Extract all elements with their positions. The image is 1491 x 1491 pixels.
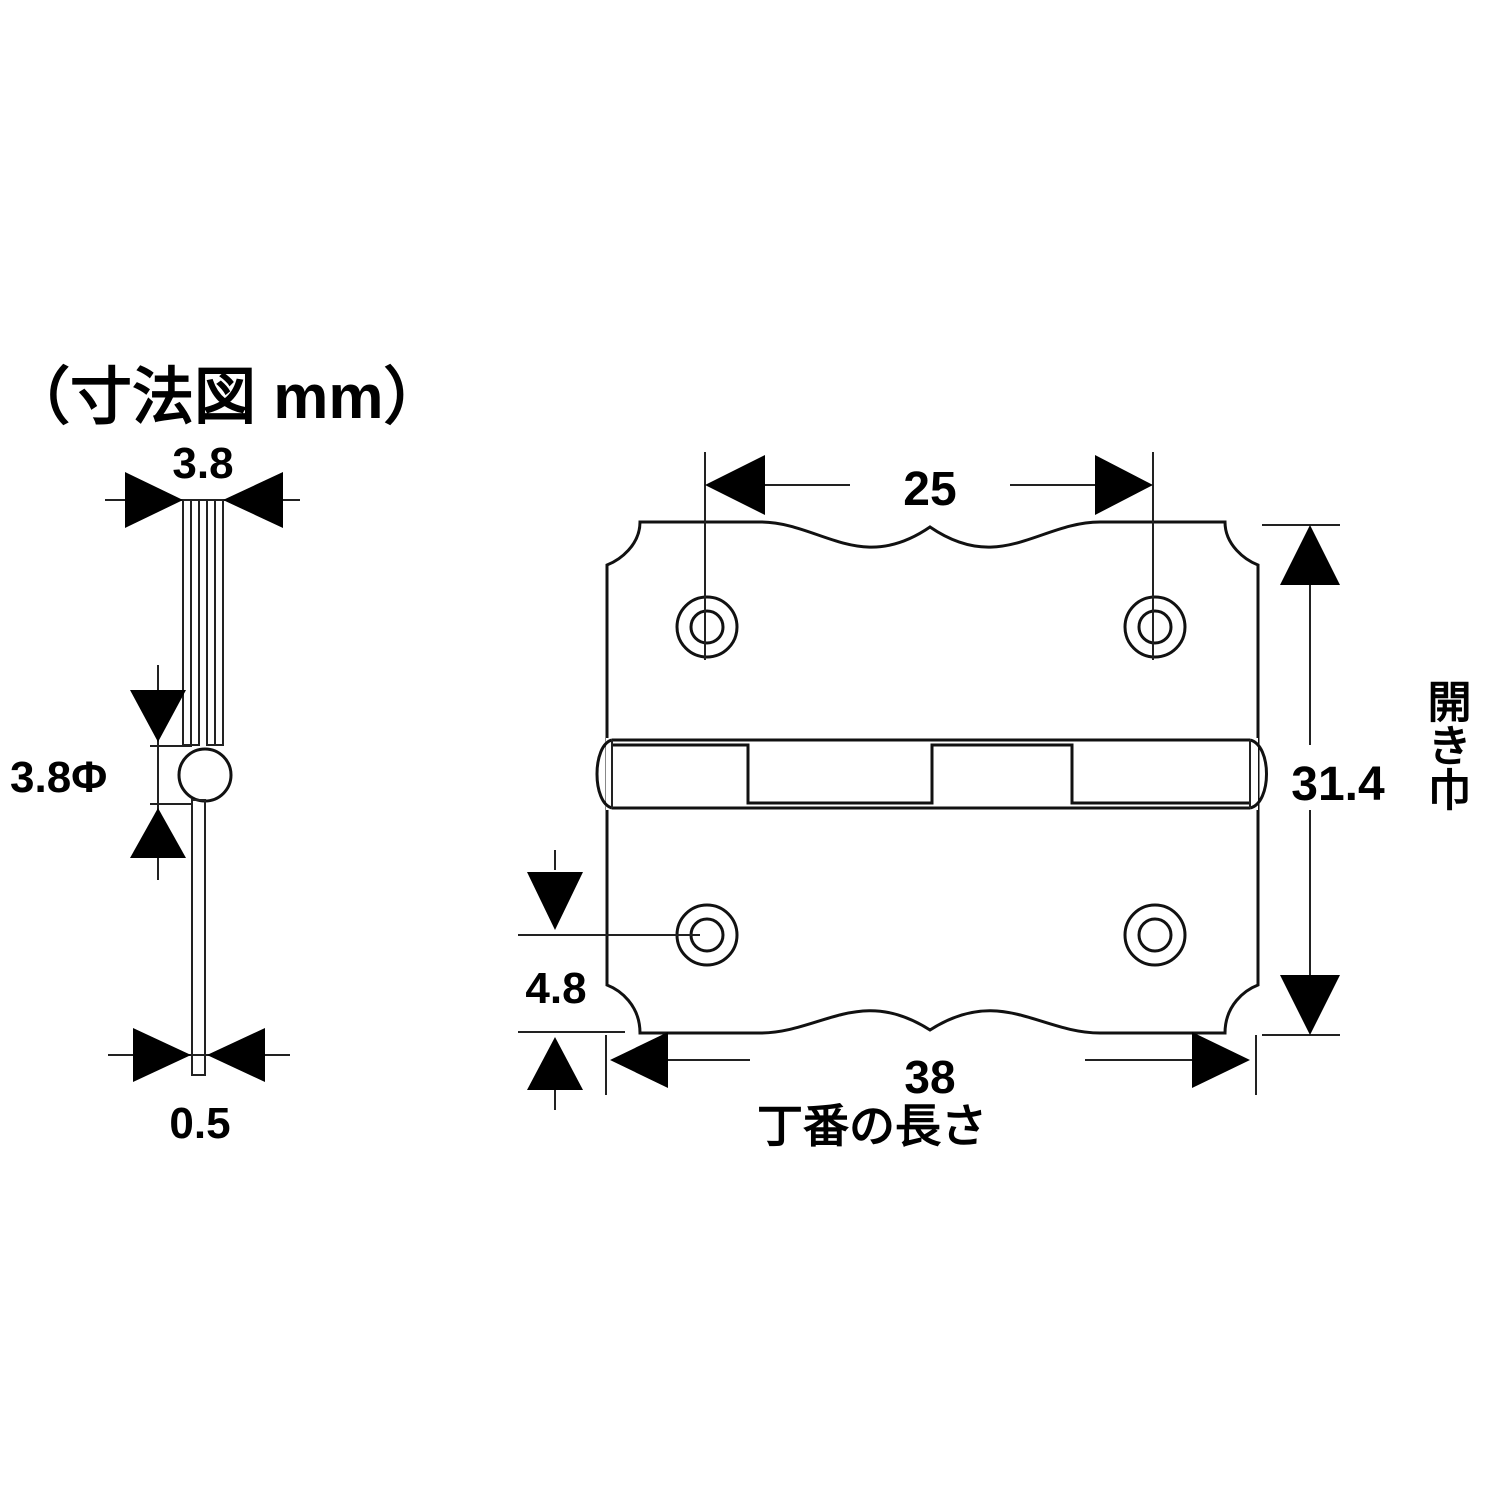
arrow-left-icon [207, 1028, 265, 1082]
arrow-right-icon [133, 1028, 191, 1082]
pin-width-label: 3.8 [172, 439, 233, 488]
pin-ends [595, 738, 1268, 810]
hole-pitch-label: 25 [903, 463, 956, 516]
arrow-down-icon [130, 690, 186, 742]
pin-circle [177, 747, 233, 803]
hole-offset-label: 4.8 [525, 964, 586, 1013]
hinge-plate-outline [605, 520, 1260, 1035]
knuckle-band [612, 738, 1250, 810]
side-plate-bottom [191, 799, 206, 1076]
arrow-right-icon [125, 472, 183, 528]
side-view: 3.8 3.8Φ 0.5 [10, 439, 300, 1148]
arrow-up-icon [130, 808, 186, 858]
arrow-down-icon [527, 872, 583, 930]
screw-hole [1123, 595, 1187, 659]
arrow-down-icon [1280, 975, 1340, 1035]
arrow-left-icon [610, 1032, 668, 1088]
length-label: 38 [904, 1051, 955, 1103]
arrow-left-icon [223, 472, 283, 528]
arrow-up-icon [1280, 525, 1340, 585]
arrow-right-icon [1192, 1032, 1250, 1088]
screw-hole [1123, 903, 1187, 967]
arrow-up-icon [527, 1037, 583, 1090]
screw-hole [675, 595, 739, 659]
front-view: 25 31.4 開き巾 4.8 38 丁番の長さ [518, 452, 1470, 1152]
pin-diameter-label: 3.8Φ [10, 753, 107, 802]
knuckle-segments [612, 743, 1250, 805]
drawing-title: （寸法図 mm） [8, 362, 445, 432]
thickness-label: 0.5 [169, 1099, 230, 1148]
open-width-caption: 開き巾 [1421, 679, 1470, 811]
open-width-label: 31.4 [1291, 758, 1385, 811]
arrow-right-icon [1095, 455, 1153, 515]
arrow-left-icon [705, 455, 765, 515]
length-caption: 丁番の長さ [757, 1100, 987, 1152]
